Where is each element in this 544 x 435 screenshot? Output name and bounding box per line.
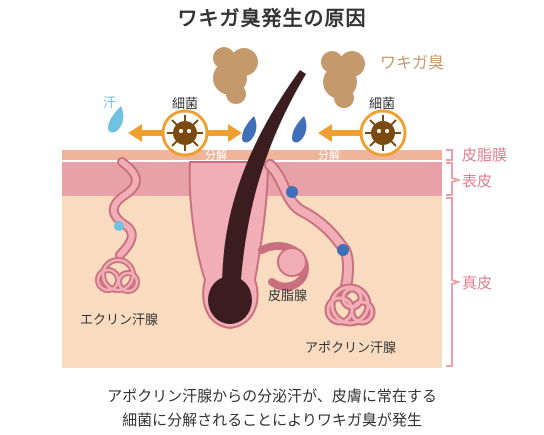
caption-line-1: アポクリン汗腺からの分泌汗が、皮膚に常在する [107, 387, 437, 405]
apocrine-sweat-drop-icon [292, 116, 307, 143]
decompose-left-label: 分解 [205, 148, 227, 162]
caption-line-2: 細菌に分解されることによりワキガ臭が発生 [122, 411, 422, 429]
decompose-right-label: 分解 [318, 148, 340, 162]
sebaceous-gland [277, 247, 307, 277]
diagram-title: ワキガ臭発生の原因 [177, 6, 367, 30]
epidermis-label: 表皮 [462, 172, 492, 190]
layer-brackets [446, 149, 462, 367]
bacteria-left-label: 細菌 [172, 97, 198, 112]
apocrine-secretion-dot [286, 186, 298, 198]
sebum-membrane-label: 皮脂膜 [462, 146, 507, 164]
apocrine-duct [266, 161, 352, 294]
dermis-label: 真皮 [462, 274, 492, 292]
bacteria-right-icon [359, 109, 407, 157]
arrow-left-to-hair [207, 124, 242, 142]
apocrine-gland-label: アポクリン汗腺 [305, 341, 396, 356]
apocrine-secretion-dot [337, 244, 349, 256]
arrow-left-to-sweat [128, 124, 163, 142]
hair-shaft [222, 70, 306, 290]
sweat-label: 汗 [103, 96, 116, 111]
apocrine-gland-coil-fill [326, 285, 374, 325]
eccrine-gland-label: エクリン汗腺 [80, 313, 158, 328]
bacteria-right-label: 細菌 [369, 97, 395, 112]
eccrine-duct [110, 159, 139, 258]
sweat-drop-icon [108, 106, 124, 133]
odor-label: ワキガ臭 [380, 53, 444, 72]
apocrine-sweat-drop-icon [242, 116, 257, 143]
eccrine-secretion-dot [114, 221, 124, 231]
odor-cloud-right [321, 51, 365, 108]
bacteria-left-icon [161, 109, 209, 157]
hair-bulb [208, 276, 252, 324]
eccrine-gland-coil-fill [96, 258, 139, 293]
arrow-right-to-hair [318, 124, 361, 142]
odor-cloud-left [213, 47, 258, 104]
sebaceous-gland-label: 皮脂腺 [268, 289, 307, 304]
